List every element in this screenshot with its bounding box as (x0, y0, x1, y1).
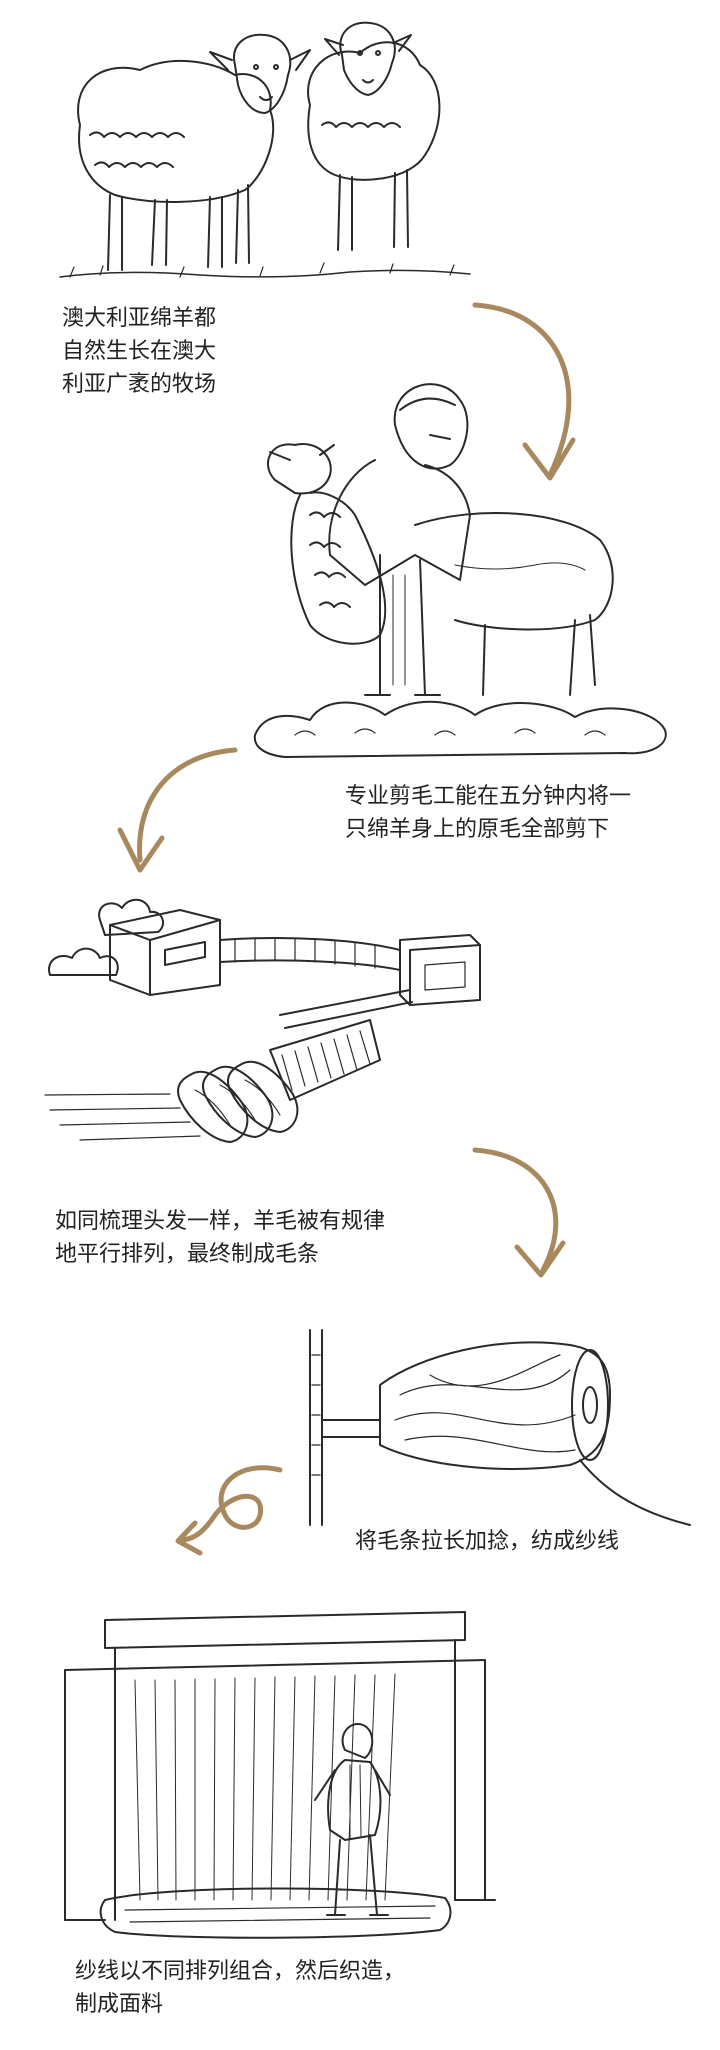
step-2-caption-line: 只绵羊身上的原毛全部剪下 (345, 817, 610, 842)
step-4-caption-line: 将毛条拉长加捻，纺成纱线 (355, 1529, 620, 1554)
step-5-caption-line: 制成面料 (75, 1992, 164, 2017)
flow-arrow-1-icon (455, 290, 605, 490)
step-4-caption: 将毛条拉长加捻，纺成纱线 (355, 1525, 619, 1558)
flow-arrow-2-icon (110, 730, 250, 890)
flow-arrow-3-icon (455, 1135, 595, 1285)
loom-illustration (45, 1600, 515, 1940)
step-3-caption-line: 如同梳理头发一样，羊毛被有规律 (55, 1209, 386, 1234)
carding-machine-illustration (40, 880, 520, 1165)
step-2-caption-line: 专业剪毛工能在五分钟内将一 (345, 784, 632, 809)
step-5-caption-line: 纱线以不同排列组合，然后织造， (75, 1959, 406, 1984)
yarn-cone-illustration (300, 1325, 700, 1535)
flow-arrow-4-icon (170, 1445, 290, 1565)
step-3-caption-line: 地平行排列，最终制成毛条 (55, 1242, 320, 1267)
step-1-caption-line: 利亚广袤的牧场 (62, 372, 217, 397)
step-3-caption: 如同梳理头发一样，羊毛被有规律 地平行排列，最终制成毛条 (55, 1205, 385, 1271)
step-5-caption: 纱线以不同排列组合，然后织造， 制成面料 (75, 1955, 405, 2021)
step-2-caption: 专业剪毛工能在五分钟内将一 只绵羊身上的原毛全部剪下 (345, 780, 631, 846)
shearer-illustration (253, 365, 675, 760)
step-1-caption-line: 澳大利亚绵羊都 (62, 306, 217, 331)
step-1-caption-line: 自然生长在澳大 (62, 339, 217, 364)
sheep-illustration (59, 15, 480, 300)
step-1-caption: 澳大利亚绵羊都 自然生长在澳大 利亚广袤的牧场 (62, 302, 216, 401)
